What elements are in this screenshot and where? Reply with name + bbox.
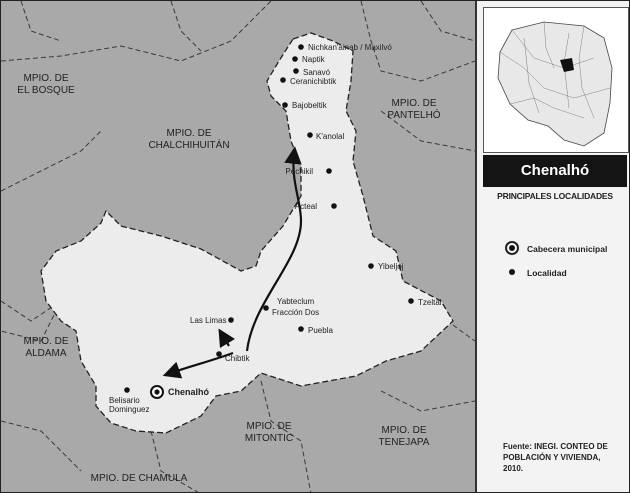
yibeljoj-dot xyxy=(368,263,374,269)
route-arrows xyxy=(162,146,303,379)
head-town-legend-icon xyxy=(505,241,519,255)
chiapas-outline xyxy=(497,21,613,147)
naptik-dot xyxy=(292,56,298,62)
kanolal-label: K'anolal xyxy=(316,132,344,141)
belisario-dominguez-label-line2: Dominguez xyxy=(109,405,149,414)
legend-head-label: Cabecera municipal xyxy=(527,244,608,254)
head-town-label: Chenalhó xyxy=(168,387,210,397)
sanavo-dot xyxy=(293,68,299,74)
source-line-2: POBLACIÓN Y VIVIENDA, xyxy=(503,453,601,462)
panel-title: Chenalhó xyxy=(483,155,627,187)
las-limas-dot xyxy=(228,317,234,323)
ceranichibtik-dot xyxy=(280,77,286,83)
state-inset-map xyxy=(483,7,629,153)
pechikil-label: Pechikil xyxy=(285,167,313,176)
locality-legend-icon xyxy=(509,269,515,275)
naptik-label: Naptik xyxy=(302,55,326,64)
chenalho-highlight xyxy=(560,58,574,72)
puebla-dot xyxy=(298,326,304,332)
nichkanivinab-label: Nichkan'ainab / Maxilvó xyxy=(308,43,392,52)
head-town-symbol-core xyxy=(154,389,160,395)
route-arrow-southwest xyxy=(162,351,234,379)
las-limas-label: Las Limas xyxy=(190,316,226,325)
mpio-chamula-label: MPIO. DE CHAMULA xyxy=(91,473,188,484)
tzeltal-label: Tzeltal xyxy=(418,298,442,307)
belisario-dominguez-label: Belisario xyxy=(109,396,140,405)
bajobeltik-label: Bajobeltik xyxy=(292,101,328,110)
kanolal-dot xyxy=(307,132,313,138)
municipio-chenalho xyxy=(40,32,454,434)
puebla-label: Puebla xyxy=(308,326,333,335)
yabteclum-dot xyxy=(263,305,269,311)
fraccion-dos-label: Fracción Dos xyxy=(272,308,319,317)
source-note: Fuente: INEGI. CONTEO DE POBLACIÓN Y VIV… xyxy=(503,441,629,474)
acteal-dot xyxy=(331,203,337,209)
pechikil-dot xyxy=(326,168,332,174)
yabteclum-label: Yabteclum xyxy=(277,297,315,306)
acteal-label: Acteal xyxy=(295,202,317,211)
route-arrow-north xyxy=(245,146,303,352)
nichkanivinab-dot xyxy=(298,44,304,50)
info-panel: Chenalhó PRINCIPALES LOCALIDADES Cabecer… xyxy=(475,1,629,492)
source-line-1: Fuente: INEGI. CONTEO DE xyxy=(503,442,608,451)
chibtik-label: Chibtik xyxy=(225,354,250,363)
panel-subtitle: PRINCIPALES LOCALIDADES xyxy=(497,191,613,201)
legend-locality-label: Localidad xyxy=(527,268,567,278)
route-arrow-limas xyxy=(218,328,236,349)
ceranichibtik-label: Ceranichibtik xyxy=(290,77,337,86)
bajobeltik-dot xyxy=(282,102,288,108)
chibtik-dot xyxy=(216,351,222,357)
tzeltal-dot xyxy=(408,298,414,304)
yibeljoj-label: Yibeljoj xyxy=(378,262,404,271)
source-line-3: 2010. xyxy=(503,464,524,473)
belisario-dominguez-dot xyxy=(124,387,130,393)
sanavo-label: Sanavó xyxy=(303,68,331,77)
